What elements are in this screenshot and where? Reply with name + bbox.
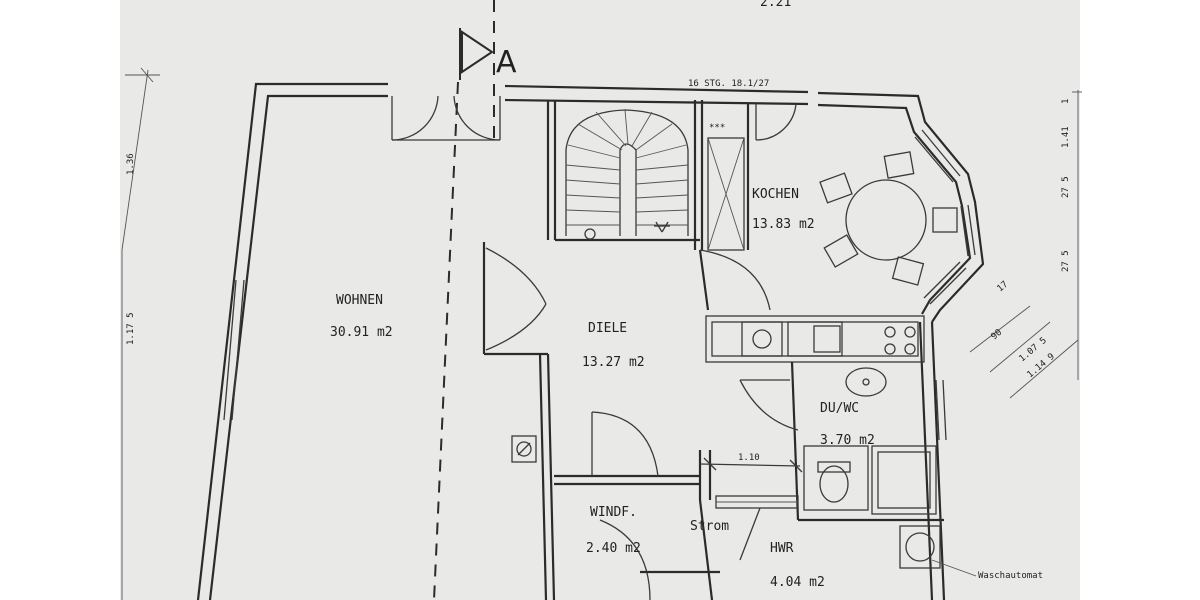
top-dimension: 2.21 [760, 0, 791, 10]
right-dimension-3: 27 5 [1061, 250, 1071, 272]
stairs-note: 16 STG. 18.1/27 [688, 79, 769, 89]
right-dimension-1: 1.41 [1061, 126, 1071, 148]
section-marker: A [459, 28, 517, 80]
toilet [819, 465, 849, 503]
room-kochen-area: 13.83 m2 [752, 217, 815, 232]
opening-width: 1.10 [738, 453, 760, 463]
waschautomat-label: Waschautomat [978, 571, 1043, 581]
room-diele-name: DIELE [588, 321, 627, 336]
section-cut-line [433, 81, 459, 600]
room-diele-area: 13.27 m2 [582, 355, 645, 370]
section-arrow-icon [461, 30, 494, 74]
du-wc-room [739, 361, 944, 522]
room-du-wc-name: DU/WC [820, 401, 859, 416]
left-dimension-2: 1.36 [126, 153, 136, 175]
strom-label: Strom [690, 519, 729, 534]
right-dimension-4: 1 [1061, 99, 1071, 104]
room-wohnen-name: WOHNEN [336, 293, 383, 308]
kitchen-cabinet: *** [707, 103, 797, 251]
terrace-door [391, 95, 501, 141]
entrance-area: 1.10 [554, 411, 977, 600]
room-wohnen-area: 30.91 m2 [330, 325, 393, 340]
staircase [546, 100, 704, 250]
stove-marks: *** [709, 123, 725, 133]
dining-table [819, 151, 958, 286]
socket-symbol [511, 435, 537, 463]
shower-tray [871, 445, 937, 515]
kitchen-counter [698, 249, 925, 363]
stair-start-marker [584, 228, 596, 240]
diele-doors [482, 242, 771, 600]
room-du-wc-area: 3.70 m2 [820, 433, 875, 448]
left-dimension-1: 1.17 5 [126, 312, 136, 345]
washbasin [845, 367, 887, 397]
room-windf-name: WINDF. [590, 505, 637, 520]
room-kochen-name: KOCHEN [752, 187, 799, 202]
section-marker-label: A [496, 45, 517, 80]
right-dimension-2: 27 5 [1061, 176, 1071, 198]
room-hwr-name: HWR [770, 541, 794, 556]
room-windf-area: 2.40 m2 [586, 541, 641, 556]
left-dimension-line: 1.17 5 1.36 [121, 67, 160, 600]
washing-machine [899, 525, 941, 569]
table-top [845, 179, 927, 261]
room-hwr-area: 4.04 m2 [770, 575, 825, 590]
bay-windows [914, 129, 976, 441]
